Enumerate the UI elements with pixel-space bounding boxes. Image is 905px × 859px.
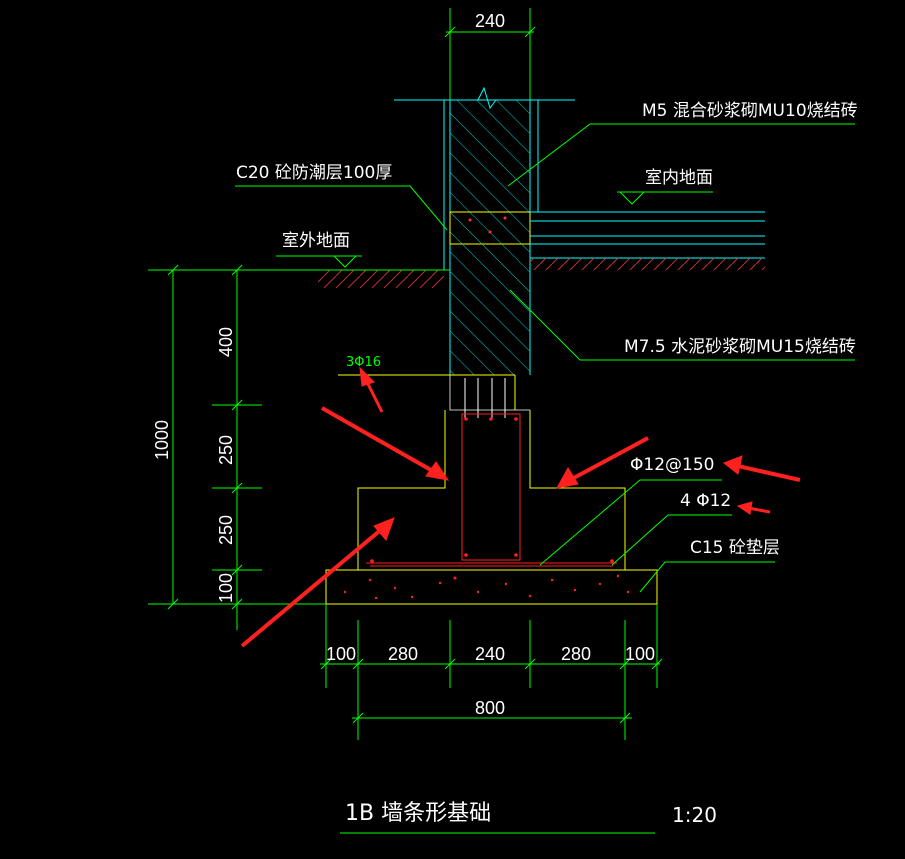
lower-wall <box>450 244 530 375</box>
dim-h1: 400 <box>216 327 236 357</box>
damp-proof-course <box>449 211 531 245</box>
footing-outline <box>357 410 626 571</box>
dim-h3: 250 <box>216 515 236 545</box>
dim-wall-top <box>444 8 536 100</box>
level-marker-outdoor <box>276 255 362 268</box>
label-brick-upper: M5 混合砂浆砌MU10烧结砖 <box>642 101 858 121</box>
dim-h4: 100 <box>216 573 236 603</box>
rebar-cage <box>366 413 617 567</box>
dim-vertical-left <box>148 264 450 630</box>
label-rebar-top: 3Φ16 <box>346 355 381 370</box>
label-rebar-bottom: 4 Φ12 <box>680 491 731 511</box>
dim-wall-top-text: 240 <box>475 11 505 31</box>
dim-h2: 250 <box>216 435 236 465</box>
annotation-arrows <box>240 366 801 648</box>
label-indoor: 室内地面 <box>645 168 713 188</box>
drawing-title: 1B 墙条形基础 <box>345 801 491 826</box>
outdoor-ground <box>318 269 450 288</box>
dim-b3: 240 <box>475 644 505 664</box>
dim-b2: 280 <box>388 644 418 664</box>
label-stirrup: Φ12@150 <box>630 455 714 475</box>
label-brick-lower: M7.5 水泥砂浆砌MU15烧结砖 <box>624 337 856 357</box>
leader-lines <box>235 123 855 593</box>
dim-base-width: 800 <box>475 698 505 718</box>
label-outdoor: 室外地面 <box>282 231 350 251</box>
label-dpc: C20 砼防潮层100厚 <box>236 163 392 183</box>
indoor-floor <box>530 211 765 259</box>
indoor-soil-hatch <box>530 258 765 270</box>
rebar-dots <box>370 417 614 563</box>
dim-horizontal-bottom <box>320 604 663 740</box>
dim-b1: 100 <box>326 644 356 664</box>
drawing-scale: 1:20 <box>672 803 717 827</box>
dim-b5: 100 <box>625 644 655 664</box>
dim-total-height: 1000 <box>152 420 172 460</box>
cushion-layer <box>325 569 658 605</box>
level-marker-indoor <box>617 191 713 205</box>
dim-b4: 280 <box>561 644 591 664</box>
label-cushion: C15 砼垫层 <box>690 538 780 558</box>
